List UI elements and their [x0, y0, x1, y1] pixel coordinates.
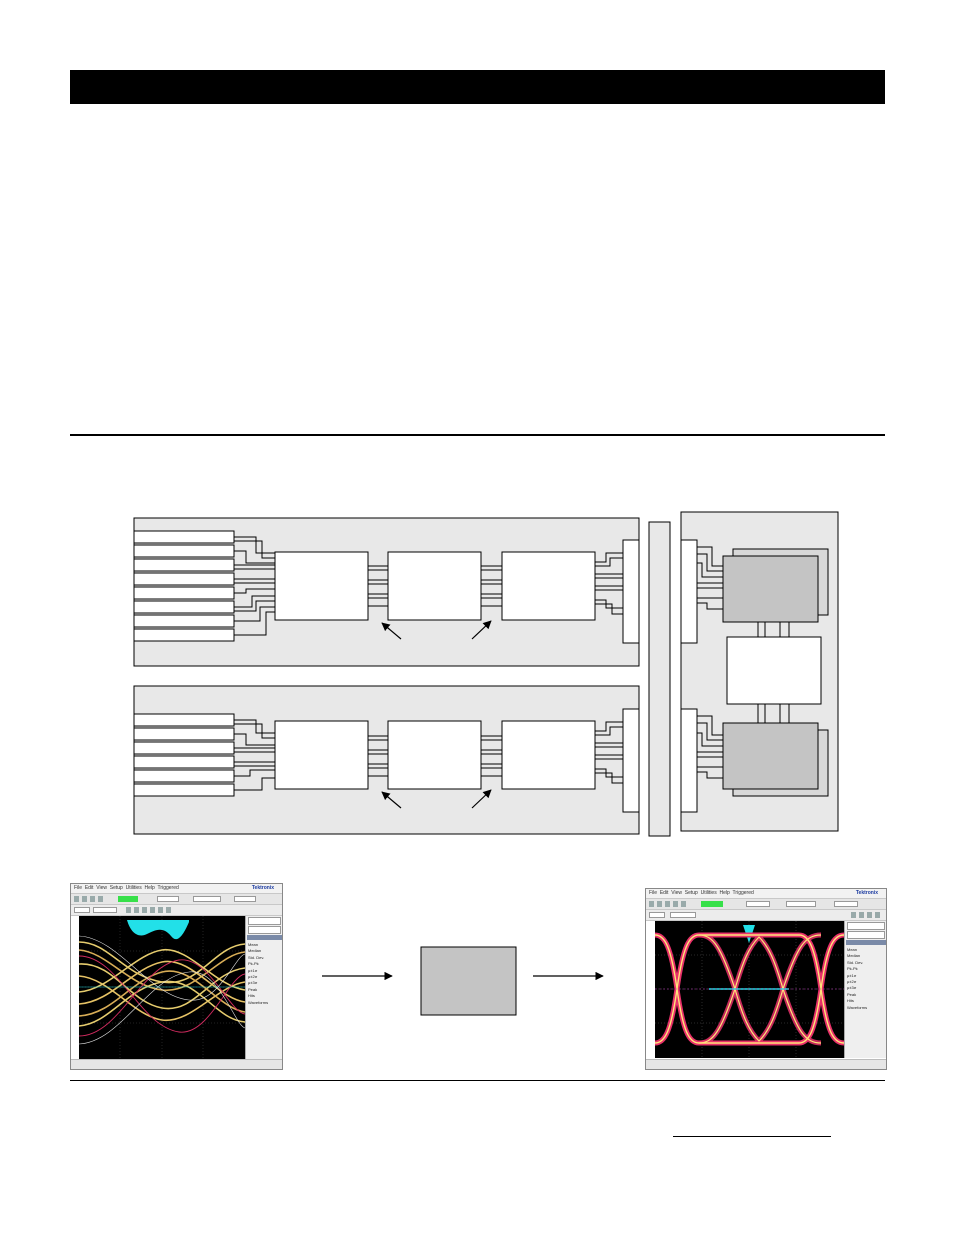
scope-toolbar: [646, 899, 886, 910]
switch-card: [680, 511, 839, 832]
scope-brand: Tektronix: [855, 890, 878, 896]
connector-upper: [622, 539, 640, 644]
switch-connector-upper: [680, 539, 698, 644]
arrow-lower-left: [381, 791, 402, 809]
stat-label: Peak: [248, 986, 258, 992]
block-upper-3: [501, 551, 596, 621]
eye-diagram-clean: [654, 921, 845, 1058]
stat-label: Pk-Pk: [248, 961, 259, 967]
scope-stats-panel: Mean Median Std. Dev. Pk-Pk μ±1σ μ±2σ μ±…: [844, 921, 886, 1058]
scope-run-indicator: [701, 901, 723, 907]
connector-lower: [622, 708, 640, 813]
block-lower-2: [387, 720, 482, 790]
bus-links-upper: [368, 552, 623, 615]
scope-display: [654, 921, 845, 1058]
switch-chip-upper: [722, 555, 819, 623]
stat-label: μ±2σ: [847, 979, 857, 985]
scope-menu-items: File Edit View Setup Utilities Help Trig…: [649, 890, 754, 896]
scope-capture-output: File Edit View Setup Utilities Help Trig…: [645, 888, 887, 1070]
stat-label: Std. Dev.: [248, 954, 265, 960]
stat-label: Std. Dev.: [847, 959, 864, 965]
stat-label: Hits: [248, 993, 255, 999]
arrow-upper-right: [471, 620, 492, 640]
footer-underline: [673, 1136, 831, 1137]
port-traces-upper: [234, 536, 275, 636]
system-block-diagram: [133, 511, 839, 1016]
scope-toolbar-secondary: [71, 905, 282, 916]
stat-label: μ±2σ: [248, 974, 258, 980]
stat-label: Median: [248, 948, 262, 954]
stat-label: Waveforms: [847, 1004, 868, 1010]
stat-label: Pk-Pk: [847, 966, 858, 972]
title-bar: [70, 70, 885, 104]
scope-menu-items: File Edit View Setup Utilities Help Trig…: [74, 885, 179, 891]
scope-run-indicator: [118, 896, 138, 902]
stat-label: μ±3σ: [248, 980, 258, 986]
scope-brand: Tektronix: [251, 885, 274, 891]
stat-label: μ±3σ: [847, 985, 857, 991]
stat-label: Hits: [847, 998, 854, 1004]
switch-connector-lower: [680, 708, 698, 813]
stat-label: Mean: [248, 942, 259, 947]
scope-statusbar: [71, 1059, 282, 1069]
line-card-lower: [133, 685, 640, 835]
arrow-upper-left: [381, 622, 402, 640]
scope-menubar: File Edit View Setup Utilities Help Trig…: [71, 884, 282, 894]
scope-display: [78, 916, 246, 1059]
stat-label: Mean: [847, 947, 858, 952]
stat-label: μ±1σ: [847, 972, 857, 978]
stat-label: Waveforms: [248, 999, 269, 1005]
section-rule-top: [70, 434, 885, 436]
stat-label: Peak: [847, 991, 857, 997]
arrow-lower-right: [471, 789, 492, 809]
scope-stats-panel: Mean Median Std. Dev. Pk-Pk μ±1σ μ±2σ μ±…: [245, 916, 282, 1059]
switch-chip-lower: [722, 722, 819, 790]
block-lower-3: [501, 720, 596, 790]
line-card-upper: [133, 517, 640, 667]
scope-statusbar: [646, 1059, 886, 1069]
switch-traces: [697, 546, 790, 779]
switch-controller-block: [726, 636, 822, 705]
scope-toolbar-secondary: [646, 910, 886, 921]
port-traces-lower: [234, 719, 275, 791]
stat-label: Median: [847, 953, 861, 959]
port-stack-upper: [133, 530, 235, 642]
scope-capture-input: File Edit View Setup Utilities Help Trig…: [70, 883, 283, 1070]
backplane: [648, 521, 671, 837]
conditioning-block: [420, 946, 517, 1016]
stat-label: μ±1σ: [248, 967, 258, 973]
scope-menubar: File Edit View Setup Utilities Help Trig…: [646, 889, 886, 899]
block-lower-1: [274, 720, 369, 790]
eye-diagram-degraded: [78, 916, 246, 1059]
bus-links-lower: [368, 721, 623, 784]
scope-toolbar: [71, 894, 282, 905]
block-upper-1: [274, 551, 369, 621]
port-stack-lower: [133, 713, 235, 797]
block-upper-2: [387, 551, 482, 621]
section-rule-bottom: [70, 1080, 885, 1081]
